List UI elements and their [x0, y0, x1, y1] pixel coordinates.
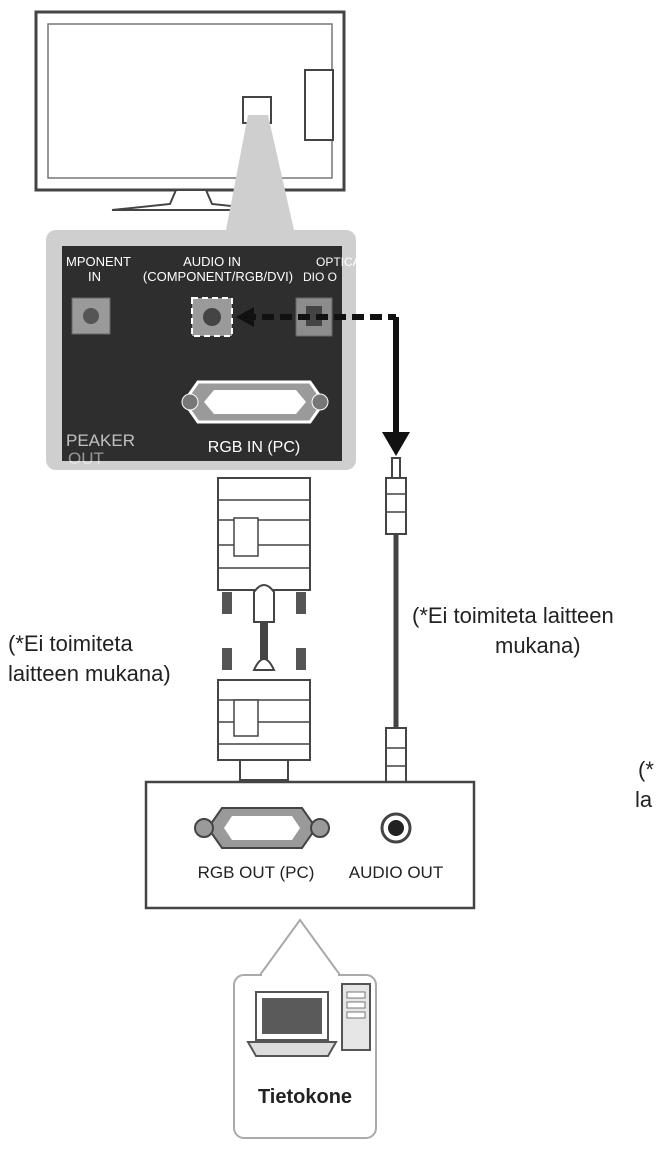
- laptop-icon: [246, 991, 338, 1057]
- component-in-label-2: IN: [88, 269, 101, 284]
- computer-label: Tietokone: [258, 1086, 352, 1108]
- audio-out-jack: [380, 812, 412, 844]
- rgb-out-label: RGB OUT (PC): [198, 863, 315, 882]
- tv-panel-callout: [226, 115, 294, 230]
- tower-pc-icon: [341, 983, 371, 1051]
- optical-label-2: DIO O: [303, 270, 337, 284]
- audio-cable: [385, 457, 407, 807]
- rgb-cable: [217, 477, 311, 781]
- audio-signal-arrow: [236, 307, 410, 456]
- audio-out-label: AUDIO OUT: [349, 863, 443, 882]
- computer-callout: Tietokone: [233, 918, 377, 1139]
- speaker-out-label-2: OUT: [68, 449, 104, 468]
- rgb-out-port: [194, 807, 330, 849]
- component-in-label-1: MPONENT: [66, 254, 131, 269]
- audio-in-label-2: (COMPONENT/RGB/DVI): [143, 269, 293, 284]
- tv-back-panel: MPONENT IN AUDIO IN (COMPONENT/RGB/DVI) …: [46, 230, 361, 470]
- pc-back-panel: RGB OUT (PC) AUDIO OUT: [144, 780, 476, 910]
- rgb-in-label: RGB IN (PC): [208, 439, 300, 456]
- cut-caption-line1: (*: [638, 757, 654, 782]
- rgb-in-port: [181, 380, 329, 424]
- audio-cable-caption-line1: (*Ei toimiteta laitteen: [412, 603, 614, 628]
- speaker-out-label-1: PEAKER: [66, 431, 135, 450]
- optical-label-1: OPTICA: [316, 255, 361, 269]
- tv-illustration: [34, 10, 346, 211]
- cut-caption-line2: la: [635, 787, 653, 812]
- audio-in-label-1: AUDIO IN: [183, 254, 241, 269]
- rgb-cable-caption-line2: laitteen mukana): [8, 661, 171, 686]
- rgb-cable-caption-line1: (*Ei toimiteta: [8, 631, 133, 656]
- audio-cable-caption-line2: mukana): [495, 633, 581, 658]
